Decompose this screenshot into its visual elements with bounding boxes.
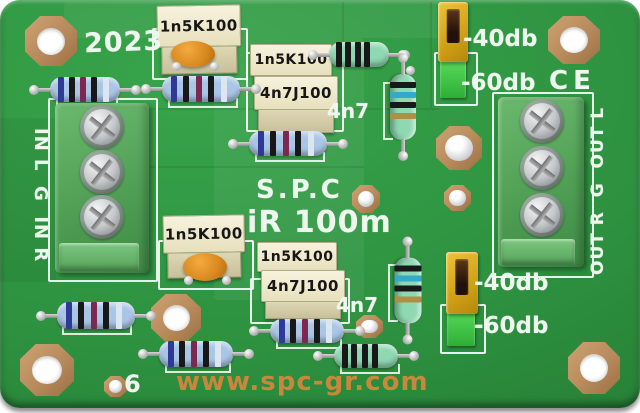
lead-wire	[326, 138, 348, 149]
solder-joint	[184, 276, 193, 285]
rev-number: 6	[124, 370, 141, 398]
trace-line	[342, 2, 344, 42]
solder-pad	[352, 185, 380, 213]
lead-wire	[29, 84, 51, 95]
resistor-silkscreen-bracket	[168, 98, 238, 108]
terminal-screw	[520, 193, 564, 237]
solder-pad	[444, 185, 471, 211]
resistor-silkscreen-bracket	[165, 363, 231, 373]
trace-line	[495, 96, 497, 272]
copper-zone	[0, 118, 56, 282]
lead-wire	[36, 310, 58, 321]
trace-line	[150, 166, 364, 168]
copper-zone	[64, 2, 464, 38]
trace-line	[430, 2, 432, 108]
jumper-top	[438, 2, 468, 62]
mounting-hole-top-right	[548, 16, 600, 64]
film-cap-body	[265, 302, 341, 319]
lead-wire	[119, 84, 141, 95]
solder-joint	[406, 66, 415, 75]
film-cap-body	[258, 110, 334, 133]
lead-wire	[406, 322, 410, 339]
solder-joint	[210, 62, 219, 71]
resistor	[308, 42, 410, 67]
mounting-hole-top-left	[25, 16, 77, 66]
film-cap-label: 1n5K100	[162, 214, 246, 254]
terminal-screw	[80, 105, 124, 149]
lead-wire	[141, 84, 163, 94]
solder-joint	[222, 276, 231, 285]
film-cap-label: 4n7J100	[254, 76, 338, 110]
resistor-silkscreen-bracket	[388, 264, 398, 322]
film-capacitor-4n7-bottom-stack: 4n7J100	[261, 270, 345, 319]
lead-wire	[138, 349, 160, 359]
attenuation-60db-bottom-label: -60db	[474, 313, 549, 339]
mounting-hole-center	[151, 294, 201, 342]
terminal-block-output	[498, 97, 584, 267]
lead-wire	[401, 59, 405, 75]
resistor-silkscreen-bracket	[255, 152, 325, 162]
model-text: iR 100m	[247, 205, 392, 240]
terminal-screw	[520, 99, 564, 143]
solder-joint	[172, 62, 181, 71]
cap-value-4n7-bottom-label: 4n7	[336, 293, 379, 317]
film-capacitor-4n7-top-stack: 4n7J100	[254, 76, 338, 133]
resistor-vertical	[394, 242, 422, 339]
jumper-bottom	[446, 252, 478, 314]
resistor-silkscreen-bracket	[383, 82, 393, 140]
cap-value-4n7-top-label: 4n7	[327, 99, 370, 123]
resistor	[228, 131, 348, 156]
film-cap-label: 4n7J100	[261, 270, 345, 302]
lead-wire	[397, 351, 419, 361]
resistor-silkscreen-bracket	[340, 364, 400, 374]
terminal-screw	[520, 146, 564, 190]
terminal-front-face	[501, 239, 575, 265]
jumper-header-top	[440, 60, 466, 98]
resistor-silkscreen-bracket	[62, 325, 132, 335]
lead-wire	[239, 84, 261, 94]
lead-wire	[401, 139, 405, 155]
terminal-block-input	[55, 103, 149, 273]
attenuation-60db-top-label: -60db	[461, 70, 536, 96]
lead-wire	[308, 49, 330, 60]
jumper-header-bottom	[447, 310, 475, 346]
resistor	[36, 302, 156, 329]
lead-wire	[343, 326, 365, 336]
solder-pad-large	[436, 126, 482, 170]
terminal-screw	[80, 150, 124, 194]
film-cap-label: 1n5K100	[250, 44, 332, 76]
terminal-screw	[80, 195, 124, 239]
solder-pad	[104, 376, 127, 397]
website-text: www.spc-gr.com	[176, 367, 429, 397]
resistor	[313, 344, 419, 368]
film-cap-label: 1n5K100	[257, 242, 337, 272]
lead-wire	[313, 351, 335, 361]
lead-wire	[406, 242, 410, 259]
resistor	[249, 319, 365, 343]
resistor	[141, 76, 261, 102]
output-channel-label: OUT R G OUT L	[588, 106, 608, 275]
resistor-vertical	[390, 59, 416, 155]
mounting-hole-bottom-left	[20, 344, 74, 396]
resistor	[138, 341, 254, 367]
terminal-silkscreen-outline	[492, 92, 594, 278]
brand-text: S.P.C	[256, 175, 343, 205]
attenuation-40db-top-label: -40db	[463, 26, 538, 52]
lead-wire	[228, 138, 250, 149]
attenuation-40db-bottom-label: -40db	[474, 270, 549, 296]
resistor	[29, 77, 141, 102]
mounting-hole-bottom-right	[568, 342, 620, 394]
year-text: 2023	[83, 25, 164, 60]
ce-mark: CE	[549, 66, 596, 96]
terminal-front-face	[58, 243, 139, 271]
lead-wire	[232, 349, 254, 359]
lead-wire	[134, 310, 156, 321]
input-channel-label: IN L G IN R	[30, 128, 51, 263]
lead-wire	[249, 326, 271, 336]
